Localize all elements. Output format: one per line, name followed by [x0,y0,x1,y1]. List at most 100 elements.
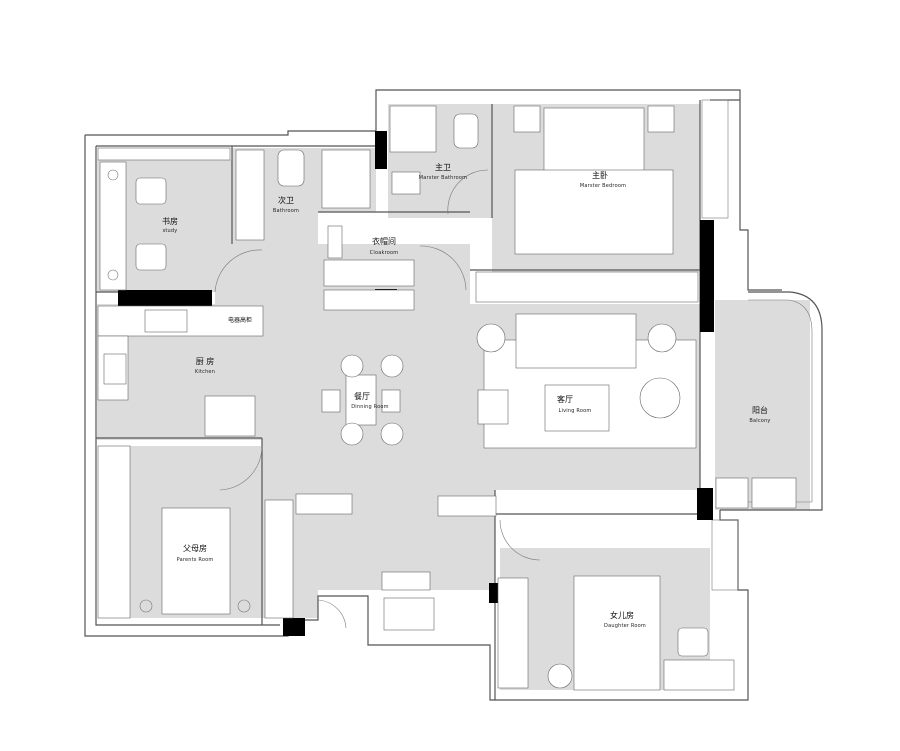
inner-outline-top [96,131,377,147]
study-label: 书房 [162,216,178,226]
corridor-floor [262,490,495,618]
shower-icon [321,149,371,209]
dining-chair [380,354,404,378]
dining-label-en: Dinning Room [351,404,389,410]
master-bed-label: 主卧 [592,170,608,180]
living-label-en: Living Room [559,408,592,414]
daughter-window [711,519,739,591]
living-label: 客厅 [557,394,573,404]
columns [118,131,714,636]
parents-label-en: Parents Room [177,557,214,563]
balcony-floor [715,300,810,510]
armchair [639,377,681,419]
column [283,618,305,636]
fan-icon [237,599,251,613]
sofa [515,313,637,369]
door-arc [219,445,263,491]
side-lamp [476,323,506,353]
daughter-label-en: Daughter Room [604,623,646,629]
nightstand [513,105,541,133]
shower-icon [389,105,437,153]
toilet-icon [277,149,305,187]
master-window [701,99,729,219]
dining-furniture [321,354,404,446]
balcony-inner-wall [720,299,813,503]
dining-chair [381,389,401,413]
toilet-icon [453,113,479,149]
daughter-wardrobe [497,577,529,689]
side-lamp [647,323,677,353]
cloak-furniture [323,225,415,311]
balcony-label: 阳台 [752,405,768,415]
stove-icon [144,309,188,333]
entry-bench [381,571,431,591]
tv-cabinet [437,495,497,517]
door-arc [447,169,489,215]
sink-icon [751,477,797,509]
daughter-label: 女儿房 [610,610,634,620]
fridge [204,395,256,437]
coffee-table [544,384,610,432]
shelf [327,225,343,259]
kitchen-label: 厨 房 [196,356,215,366]
daughter-bed [573,575,661,691]
dining-chair [321,389,341,413]
dining-table [345,374,377,426]
door-arc [499,519,541,561]
balcony-furniture [715,477,797,509]
parents-wardrobe [97,445,131,619]
balcony-outer-wall [720,291,823,511]
corridor-shoe-cabinet [264,499,294,619]
daughter-desk [663,659,735,691]
nightstand [647,105,675,133]
inner-outline-left [95,146,280,626]
vanity-counter [235,149,265,241]
kitchen-label-en: Kitchen [195,369,215,375]
master-bath-label: 主卫 [435,162,451,172]
appliance-label: 电器高柜 [228,316,252,324]
fan-icon [107,169,119,181]
balcony-label-en: Balcony [749,418,770,424]
fan-icon [139,599,153,613]
bed-rug [514,169,674,255]
dining-chair [340,422,364,446]
kitchen-furniture [97,305,264,437]
master-bed-furniture [475,105,699,303]
dining-chair [380,422,404,446]
column [489,583,499,603]
living-furniture [437,313,697,517]
master-wardrobe [475,271,699,303]
cloak-label: 衣帽间 [372,236,396,246]
parents-bed [161,507,231,615]
bath2-fixtures [235,149,371,241]
nightstand [547,663,573,689]
sink-icon [391,171,421,195]
door-arc [419,245,467,291]
bath2-label: 次卫 [278,195,294,205]
column [700,220,714,332]
cloak-label-en: Cloakroom [370,250,399,256]
master-bed-label-en: Marster Bedroom [580,183,626,189]
study-wardrobe [97,147,231,161]
room-labels: 书房 study 次卫 Bathroom 主卫 Marster Bathroom… [162,162,770,629]
parents-furniture [97,445,353,619]
cloak-cabinet [323,289,415,311]
fan-icon [107,269,119,281]
dining-chair [340,354,364,378]
sink-icon [103,353,127,385]
column [375,131,387,169]
bath2-label-en: Bathroom [273,208,299,214]
master-bath-label-en: Marster Bathroom [419,175,467,181]
study-chair [135,243,167,271]
corridor-cabinet [295,493,353,515]
study-desk [99,161,127,291]
study-furniture [97,147,231,291]
washer [715,477,749,509]
study-chair [135,177,167,205]
cloak-wardrobe [323,259,415,287]
column [118,290,212,306]
door-arc [317,599,347,629]
entry-cabinet [383,597,435,631]
desk-chair [677,627,709,657]
